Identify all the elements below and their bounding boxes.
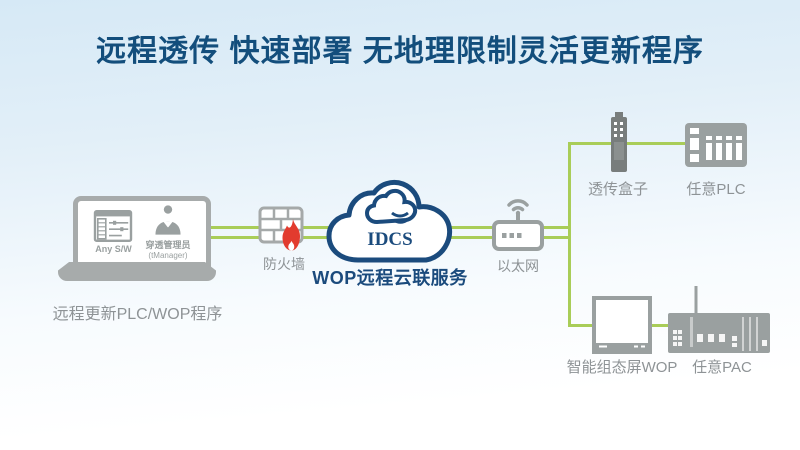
flame-icon bbox=[282, 219, 300, 251]
router-label: 以太网 bbox=[497, 258, 539, 274]
cloud-caption: WOP远程云联服务 bbox=[312, 268, 468, 288]
firewall-label: 防火墙 bbox=[263, 256, 305, 272]
plc-icon bbox=[685, 123, 747, 167]
admin-label: 穿透管理员 bbox=[145, 240, 191, 250]
software-block: Any S/W bbox=[93, 210, 133, 254]
software-window-icon bbox=[94, 210, 133, 242]
hmi-label: 智能组态屏WOP bbox=[566, 359, 678, 376]
hmi-screen-icon bbox=[592, 296, 652, 354]
router-icon bbox=[492, 199, 544, 251]
laptop-icon: Any S/W 穿透管理员 (tManager) bbox=[73, 196, 211, 268]
admin-sublabel: (tManager) bbox=[148, 251, 188, 260]
laptop-base bbox=[58, 262, 216, 281]
pac-label: 任意PAC bbox=[692, 359, 752, 376]
admin-block: 穿透管理员 (tManager) bbox=[145, 204, 191, 260]
admin-person-icon bbox=[155, 205, 181, 235]
laptop-caption: 远程更新PLC/WOP程序 bbox=[52, 306, 223, 323]
page-title: 远程透传 快速部署 无地理限制灵活更新程序 bbox=[96, 35, 704, 68]
cloud-icon: IDCS bbox=[326, 179, 453, 263]
passthrough-box-icon bbox=[611, 112, 627, 172]
plc-label: 任意PLC bbox=[686, 181, 746, 198]
connection-line-vertical bbox=[568, 142, 571, 327]
connection-line-top-branch bbox=[568, 142, 692, 145]
pac-icon bbox=[668, 286, 770, 353]
idcs-logo-icon: IDCS bbox=[364, 188, 418, 250]
idcs-logo-text: IDCS bbox=[367, 229, 412, 250]
software-label: Any S/W bbox=[95, 244, 132, 254]
passthrough-box-label: 透传盒子 bbox=[587, 181, 648, 198]
